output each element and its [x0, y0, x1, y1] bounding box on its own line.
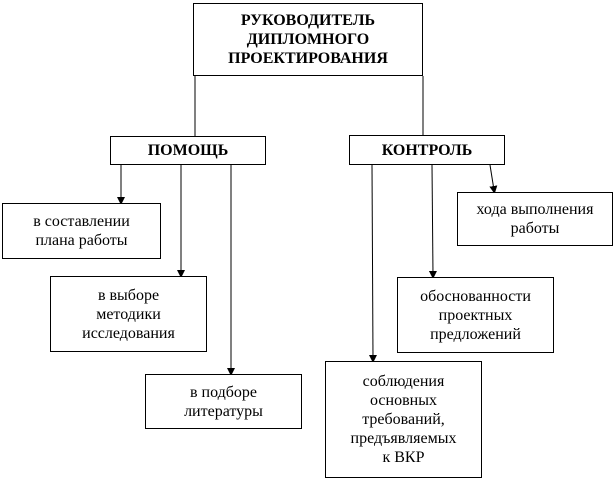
help-item-method-label: в выборе методики исследования [82, 286, 175, 342]
arrow-control-to-requirements [368, 164, 377, 363]
control-box: КОНТРОЛЬ [349, 135, 505, 165]
help-item-literature-label: в подборе литературы [184, 383, 263, 420]
root-label: РУКОВОДИТЕЛЬ ДИПЛОМНОГО ПРОЕКТИРОВАНИЯ [228, 12, 388, 67]
root-box: РУКОВОДИТЕЛЬ ДИПЛОМНОГО ПРОЕКТИРОВАНИЯ [193, 3, 423, 76]
help-label: ПОМОЩЬ [147, 142, 229, 159]
control-item-requirements-label: соблюдения основных требований, предъявл… [350, 373, 457, 466]
help-item-plan: в составлении плана работы [2, 203, 161, 259]
help-item-literature: в подборе литературы [145, 374, 302, 429]
control-item-justification-label: обоснованности проектных предложений [420, 287, 531, 343]
help-item-plan-label: в составлении плана работы [33, 213, 130, 249]
control-item-justification: обоснованности проектных предложений [397, 277, 554, 353]
help-item-method: в выборе методики исследования [50, 276, 207, 352]
control-label: КОНТРОЛЬ [381, 141, 473, 159]
arrow-control-to-progress [489, 164, 498, 194]
control-item-requirements: соблюдения основных требований, предъявл… [325, 361, 482, 478]
control-item-progress-label: хода выполнения работы [476, 201, 594, 237]
arrow-control-to-justification [428, 164, 437, 279]
control-item-progress: хода выполнения работы [457, 192, 613, 246]
help-box: ПОМОЩЬ [110, 136, 266, 165]
